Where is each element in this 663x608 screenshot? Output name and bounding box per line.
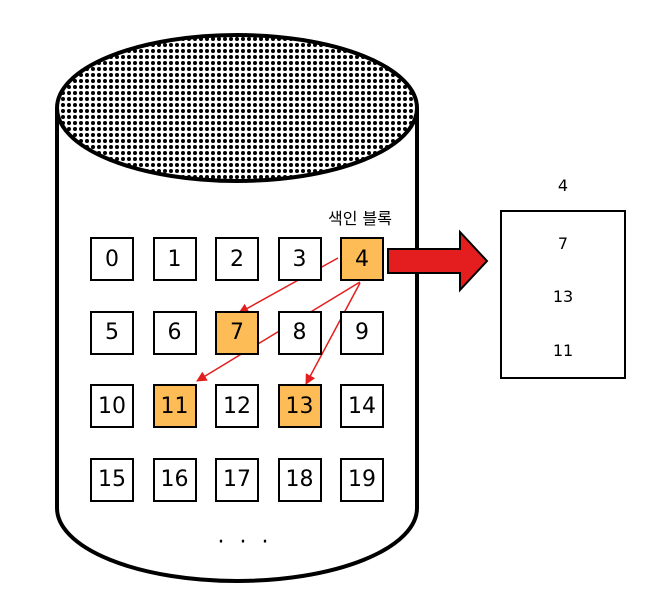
block-8: 8 xyxy=(277,310,322,355)
index-entry: 13 xyxy=(552,287,574,306)
block-6: 6 xyxy=(152,310,197,355)
block-13: 13 xyxy=(277,384,322,428)
index-entry: 11 xyxy=(552,341,574,360)
block-10: 10 xyxy=(90,384,134,428)
block-15: 15 xyxy=(90,457,134,502)
more-blocks-ellipsis: · · · xyxy=(217,530,273,555)
index-block-label: 색인 블록 xyxy=(328,209,392,228)
block-19: 19 xyxy=(340,457,384,502)
block-1: 1 xyxy=(152,237,197,281)
index-block-number: 4 xyxy=(557,176,569,195)
block-16: 16 xyxy=(152,457,197,502)
index-pointer-arrow xyxy=(387,229,489,293)
block-18: 18 xyxy=(277,457,322,502)
link-to-block-7 xyxy=(238,257,339,314)
block-12: 12 xyxy=(215,384,259,428)
block-7: 7 xyxy=(215,310,259,355)
block-2: 2 xyxy=(215,237,259,281)
block-11: 11 xyxy=(152,384,197,428)
index-block-box: 7 13 11 xyxy=(500,210,626,379)
block-3: 3 xyxy=(277,237,322,281)
block-14: 14 xyxy=(340,384,384,428)
link-to-block-13 xyxy=(305,282,361,385)
cylinder-top xyxy=(55,33,419,183)
block-5: 5 xyxy=(90,310,134,355)
block-9: 9 xyxy=(340,310,384,355)
block-4: 4 xyxy=(340,237,384,281)
index-entry: 7 xyxy=(557,234,569,253)
block-0: 0 xyxy=(90,237,134,281)
block-17: 17 xyxy=(215,457,259,502)
